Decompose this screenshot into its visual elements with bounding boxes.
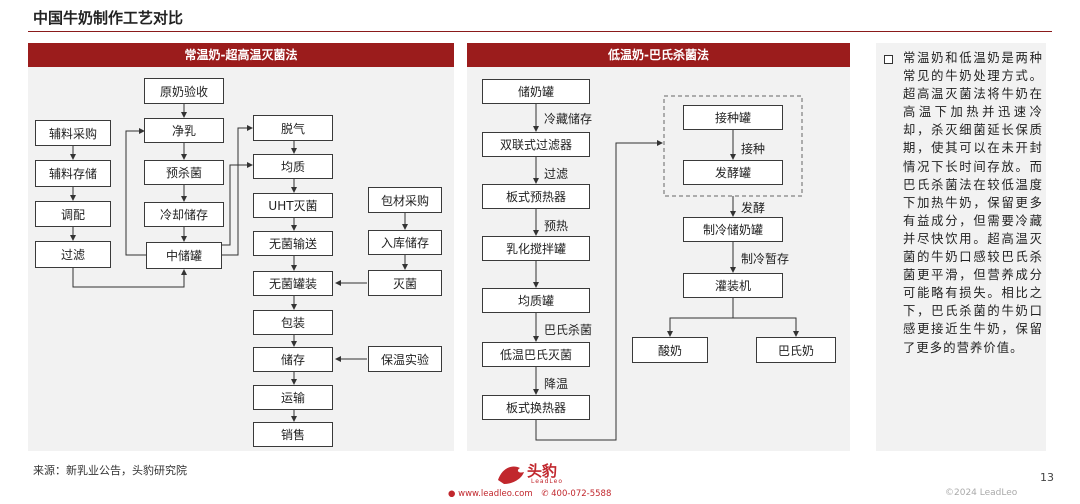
- box-duplex-filter: 双联式过滤器: [482, 132, 590, 157]
- contact-line: ● www.leadleo.com ✆ 400-072-5588: [448, 489, 611, 499]
- box-uht: UHT灭菌: [253, 193, 333, 218]
- box-pasteur-milk: 巴氏奶: [756, 337, 836, 363]
- box-aseptic-transport: 无菌输送: [253, 231, 333, 256]
- box-sale: 销售: [253, 422, 333, 447]
- label-cooling: 降温: [544, 377, 569, 391]
- box-aux-buy: 辅料采购: [35, 120, 111, 146]
- contact-phone: 400-072-5588: [551, 489, 612, 499]
- page-number: 13: [1040, 471, 1054, 484]
- label-cold-hold: 制冷暂存: [741, 252, 790, 266]
- box-inoc-tank: 接种罐: [683, 105, 783, 130]
- box-plate-exchanger: 板式换热器: [482, 395, 590, 420]
- box-homogenize: 均质: [253, 154, 333, 179]
- box-inbound-store: 入库储存: [368, 230, 442, 255]
- logo-text: 头豹: [527, 462, 558, 480]
- contact-web[interactable]: www.leadleo.com: [458, 489, 533, 499]
- logo-subtext: LeadLeo: [531, 478, 564, 485]
- box-pack: 包装: [253, 310, 333, 335]
- box-low-pasteur: 低温巴氏灭菌: [482, 342, 590, 367]
- label-ferment: 发酵: [741, 201, 766, 215]
- label-inoculate: 接种: [741, 142, 766, 156]
- box-transport: 运输: [253, 385, 333, 410]
- phone-icon: ✆: [541, 489, 549, 499]
- right-panel-header: 低温奶-巴氏杀菌法: [467, 43, 850, 67]
- box-store: 储存: [253, 347, 333, 372]
- box-raw-milk: 原奶验收: [144, 78, 224, 104]
- note-panel: [876, 43, 1046, 451]
- label-preheat: 预热: [544, 219, 569, 233]
- box-insulation-test: 保温实验: [368, 346, 442, 372]
- globe-icon: ●: [448, 489, 456, 499]
- copyright: ©2024 LeadLeo: [945, 488, 1018, 498]
- box-storage-tank: 储奶罐: [482, 79, 590, 104]
- box-degas: 脱气: [253, 115, 333, 141]
- leadleo-logo-icon: [498, 466, 524, 484]
- box-pre-sterilize: 预杀菌: [144, 160, 224, 185]
- source-note: 来源：新乳业公告，头豹研究院: [33, 464, 187, 477]
- box-plate-preheater: 板式预热器: [482, 184, 590, 209]
- box-emulsify-tank: 乳化搅拌罐: [482, 236, 590, 261]
- label-cold-storage: 冷藏储存: [544, 112, 593, 126]
- box-aseptic-can: 无菌罐装: [253, 271, 333, 296]
- label-filtering: 过滤: [544, 167, 569, 181]
- box-ferment-tank: 发酵罐: [683, 160, 783, 185]
- box-mid-tank: 中储罐: [146, 242, 222, 269]
- title-divider: [28, 31, 1052, 32]
- label-pasteurize: 巴氏杀菌: [544, 323, 593, 337]
- box-pkg-buy: 包材采购: [368, 187, 442, 213]
- box-cold-tank: 制冷储奶罐: [683, 217, 783, 242]
- box-filter: 过滤: [35, 241, 111, 268]
- box-aux-store: 辅料存储: [35, 160, 111, 187]
- box-yogurt: 酸奶: [632, 337, 708, 363]
- box-filler: 灌装机: [683, 273, 783, 298]
- page-title: 中国牛奶制作工艺对比: [33, 9, 184, 27]
- box-purify: 净乳: [144, 118, 224, 143]
- box-homo-tank: 均质罐: [482, 288, 590, 313]
- box-cool-store: 冷却储存: [144, 202, 224, 227]
- square-bullet-icon: [884, 55, 893, 64]
- box-mix: 调配: [35, 201, 111, 227]
- left-panel-header: 常温奶-超高温灭菌法: [28, 43, 454, 67]
- note-text: 常温奶和低温奶是两种常见的牛奶处理方式。超高温灭菌法将牛奶在高温下加热并迅速冷却…: [903, 51, 1043, 355]
- box-sterilize: 灭菌: [368, 270, 442, 296]
